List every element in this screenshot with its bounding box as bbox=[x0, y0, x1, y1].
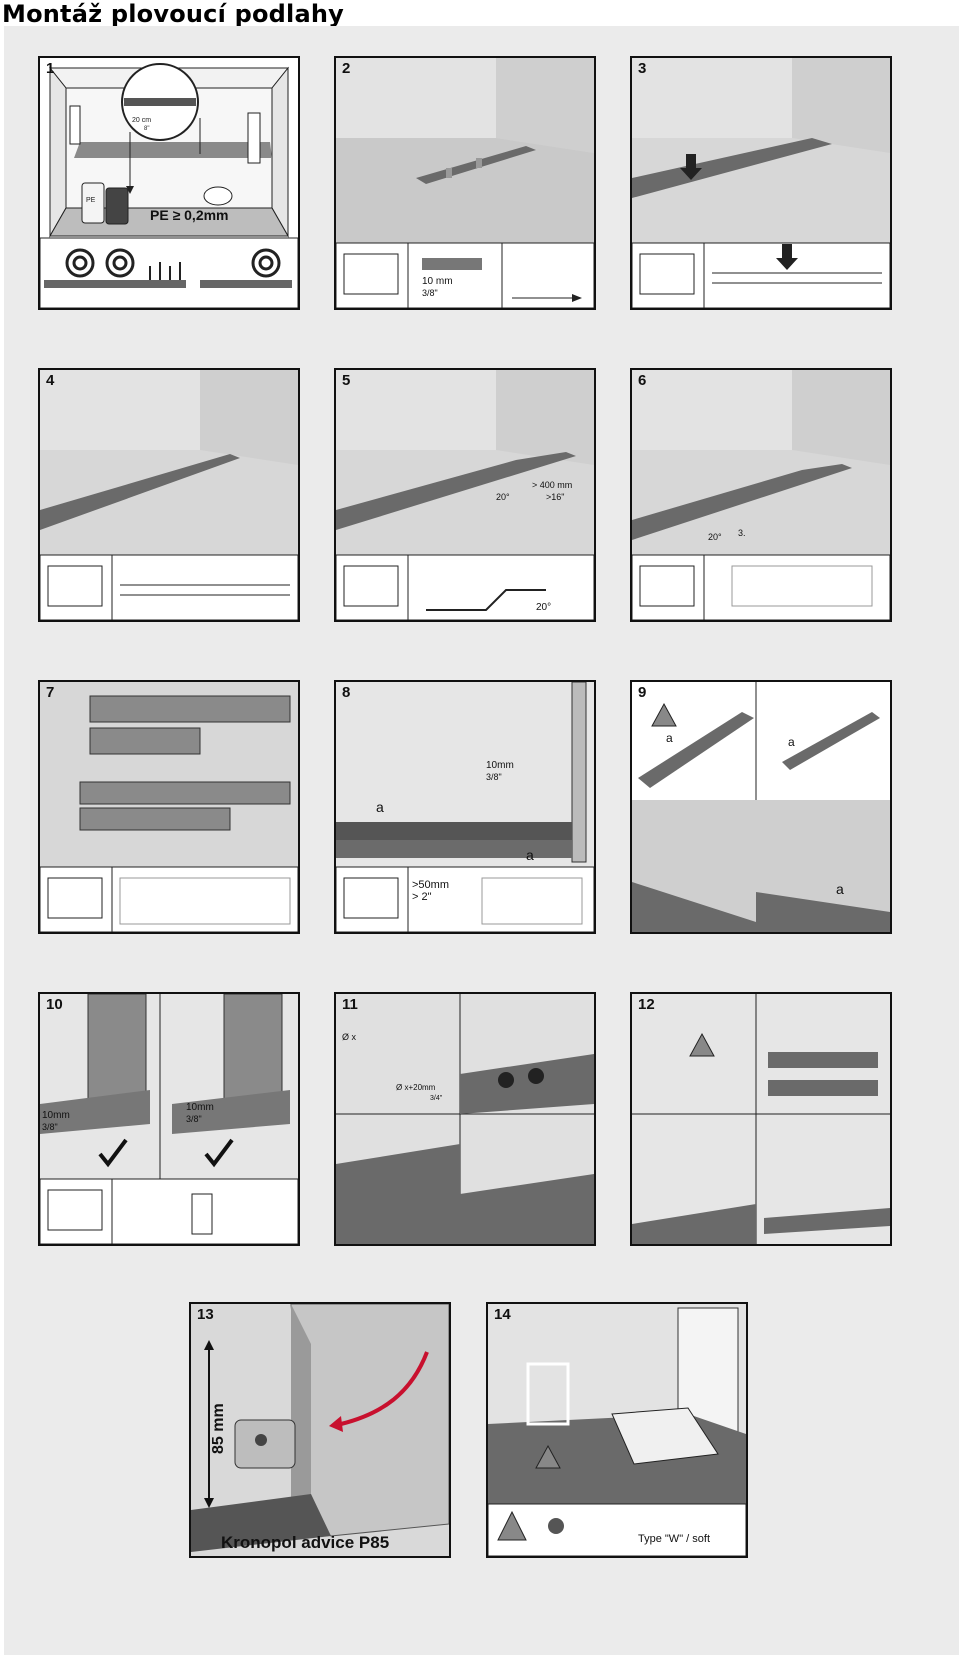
step-7-panel: 7 bbox=[38, 680, 300, 934]
instructions-sheet: 1 20 cm 8" PE PE ≥ 0,2mm bbox=[4, 26, 959, 1655]
step-number: 7 bbox=[46, 684, 54, 701]
step-3-illustration bbox=[632, 58, 890, 308]
step-8-panel: 8 10mm 3/8" a a >50mm > 2" bbox=[334, 680, 596, 934]
skirting-caption: Kronopol advice P85 bbox=[221, 1533, 389, 1552]
step-9-panel: 9 a a a bbox=[630, 680, 892, 934]
mark-a-2: a bbox=[526, 847, 534, 863]
length-label-inch: >16" bbox=[546, 492, 564, 502]
step-9-illustration: a a a bbox=[632, 682, 890, 932]
pipe-diameter: Ø x bbox=[342, 1032, 357, 1042]
step-10-panel: 10 10mm 3/8" 10mm 3/8" bbox=[38, 992, 300, 1246]
step-number: 8 bbox=[342, 684, 350, 701]
angle-label: 20° bbox=[496, 492, 510, 502]
step-14-illustration: Type "W" / soft bbox=[488, 1304, 746, 1556]
pe-foil-spec: PE ≥ 0,2mm bbox=[150, 207, 229, 223]
door-gap: 10mm bbox=[42, 1110, 70, 1121]
overlap-dimension: 20 cm bbox=[132, 117, 151, 124]
step-11-illustration: Ø x Ø x+20mm 3/4" bbox=[336, 994, 594, 1244]
door-gap-2-inch: 3/8" bbox=[186, 1114, 202, 1124]
caster-type: Type "W" / soft bbox=[638, 1533, 710, 1545]
door-gap-inch: 3/8" bbox=[42, 1122, 58, 1132]
mark-a: a bbox=[666, 731, 673, 745]
step-3-panel: 3 bbox=[630, 56, 892, 310]
step-13-panel: 13 85 mm Kronopol advice P85 bbox=[189, 1302, 451, 1558]
step-6-illustration: 20° 3. bbox=[632, 370, 890, 620]
step-12-panel: 12 bbox=[630, 992, 892, 1246]
step-6-panel: 6 20° 3. bbox=[630, 368, 892, 622]
wall-gap-inch: 3/8" bbox=[486, 772, 502, 782]
step-4-illustration bbox=[40, 370, 298, 620]
expansion-gap-inch: 3/8" bbox=[422, 288, 438, 298]
expansion-gap: 10 mm bbox=[422, 276, 453, 287]
step-number: 10 bbox=[46, 996, 63, 1013]
step-4-panel: 4 bbox=[38, 368, 300, 622]
step-12-illustration bbox=[632, 994, 890, 1244]
step-11-panel: 11 Ø x Ø x+20mm 3/4" bbox=[334, 992, 596, 1246]
stagger-minimum-inch: > 2" bbox=[412, 891, 432, 903]
step-number: 11 bbox=[342, 996, 358, 1013]
step-5-illustration: 20° > 400 mm >16" 20° bbox=[336, 370, 594, 620]
length-label: > 400 mm bbox=[532, 480, 572, 490]
overlap-dimension-inch: 8" bbox=[144, 126, 149, 132]
page-title: Montáž plovoucí podlahy bbox=[2, 0, 344, 28]
step-number: 1 bbox=[46, 60, 54, 77]
step-number: 12 bbox=[638, 996, 655, 1013]
door-gap-2: 10mm bbox=[186, 1102, 214, 1113]
angle-label: 20° bbox=[708, 532, 722, 542]
step-number: 13 bbox=[197, 1306, 214, 1323]
step-label: 3. bbox=[738, 528, 746, 538]
step-10-illustration: 10mm 3/8" 10mm 3/8" bbox=[40, 994, 298, 1244]
wall-gap: 10mm bbox=[486, 760, 514, 771]
skirting-height: 85 mm bbox=[210, 1403, 227, 1454]
step-1-panel: 1 20 cm 8" PE PE ≥ 0,2mm bbox=[38, 56, 300, 310]
mark-a-3: a bbox=[836, 881, 844, 897]
hole-diameter-inch: 3/4" bbox=[430, 1095, 443, 1102]
angle-label-detail: 20° bbox=[536, 602, 551, 613]
step-8-illustration: 10mm 3/8" a a >50mm > 2" bbox=[336, 682, 594, 932]
step-5-panel: 5 20° > 400 mm >16" 20° bbox=[334, 368, 596, 622]
step-number: 14 bbox=[494, 1306, 511, 1323]
stagger-minimum: >50mm bbox=[412, 879, 449, 891]
step-2-illustration: 10 mm 3/8" bbox=[336, 58, 594, 308]
step-number: 2 bbox=[342, 60, 350, 77]
hole-diameter: Ø x+20mm bbox=[396, 1083, 436, 1092]
step-number: 3 bbox=[638, 60, 646, 77]
step-number: 4 bbox=[46, 372, 54, 389]
step-number: 6 bbox=[638, 372, 646, 389]
step-13-illustration: 85 mm Kronopol advice P85 bbox=[191, 1304, 449, 1556]
can-label: PE bbox=[86, 197, 96, 204]
step-7-illustration bbox=[40, 682, 298, 932]
step-1-illustration: 20 cm 8" PE PE ≥ 0,2mm bbox=[40, 58, 298, 308]
step-14-panel: 14 Type "W" / soft bbox=[486, 1302, 748, 1558]
mark-a: a bbox=[376, 799, 384, 815]
step-number: 9 bbox=[638, 684, 646, 701]
step-2-panel: 2 10 mm 3/8" bbox=[334, 56, 596, 310]
mark-a-2: a bbox=[788, 735, 795, 749]
step-number: 5 bbox=[342, 372, 350, 389]
